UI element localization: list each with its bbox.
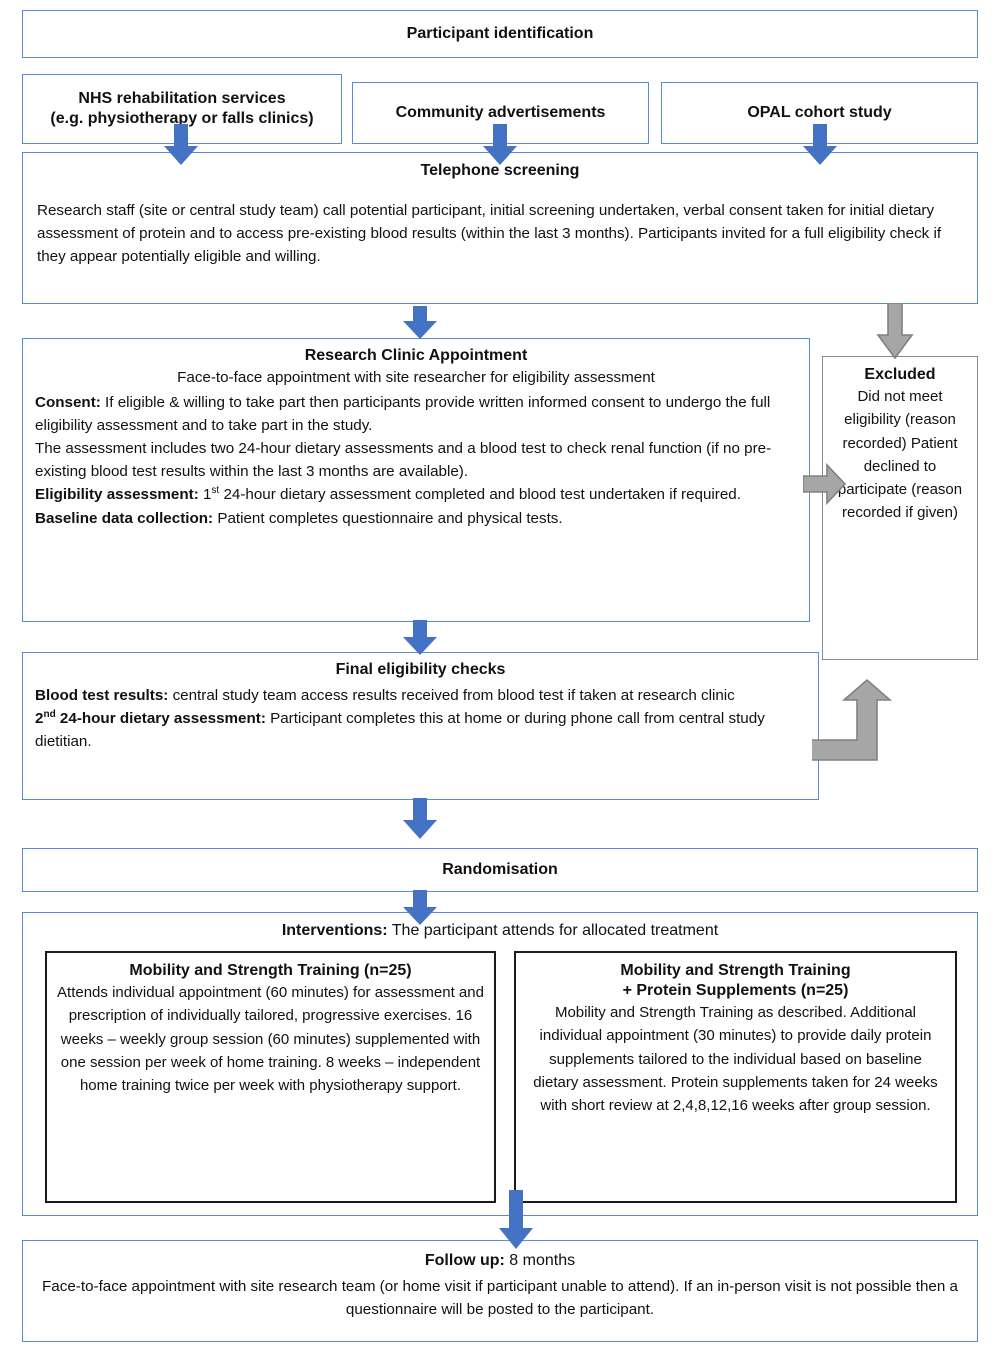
research-clinic-line-baseline: Baseline data collection: Patient comple…	[35, 507, 797, 530]
second-dietary-assessment-label: 2nd 24-hour dietary assessment:	[35, 709, 266, 728]
arrow-nhs-to-screening	[163, 124, 199, 166]
final-eligibility-title: Final eligibility checks	[335, 661, 506, 678]
arm-2-title-line2: + Protein Supplements (n=25)	[622, 982, 849, 999]
baseline-text: Patient completes questionnaire and phys…	[213, 509, 563, 527]
consent-text: If eligible & willing to take part then …	[35, 394, 771, 435]
arrow-clinic-to-final-eligibility	[402, 620, 438, 656]
eligibility-assessment-text: 1st 24-hour dietary assessment completed…	[198, 485, 741, 504]
interventions-heading-rest: The participant attends for allocated tr…	[387, 922, 719, 939]
research-clinic-subtitle: Face-to-face appointment with site resea…	[177, 369, 655, 386]
node-participant-identification: Participant identification	[22, 10, 978, 58]
node-intervention-arm-1: Mobility and Strength Training (n=25) At…	[45, 951, 496, 1203]
arrow-final-eligibility-to-excluded	[812, 678, 892, 786]
arrow-clinic-to-excluded	[803, 462, 847, 506]
node-final-eligibility: Final eligibility checks Blood test resu…	[22, 652, 819, 800]
randomisation-label: Randomisation	[442, 861, 558, 878]
follow-up-title-rest: 8 months	[504, 1252, 576, 1269]
node-excluded: Excluded Did not meet eligibility (reaso…	[822, 356, 978, 660]
follow-up-title: Follow up: 8 months	[37, 1251, 963, 1271]
excluded-title: Excluded	[864, 366, 936, 383]
participant-identification-label: Participant identification	[406, 25, 594, 42]
assessment-text: The assessment includes two 24-hour diet…	[35, 440, 772, 481]
node-telephone-screening: Telephone screening Research staff (site…	[22, 152, 978, 304]
node-interventions: Interventions: The participant attends f…	[22, 912, 978, 1216]
research-clinic-title: Research Clinic Appointment	[304, 347, 528, 364]
research-clinic-line-assessment: The assessment includes two 24-hour diet…	[35, 437, 797, 483]
node-research-clinic: Research Clinic Appointment Face-to-face…	[22, 338, 810, 622]
arrow-randomisation-to-interventions	[402, 890, 438, 926]
excluded-body: Did not meet eligibility (reason recorde…	[837, 388, 963, 522]
research-clinic-line-eligibility: Eligibility assessment: 1st 24-hour diet…	[35, 483, 797, 506]
final-eligibility-line-dietary: 2nd 24-hour dietary assessment: Particip…	[35, 707, 806, 753]
node-intervention-arm-2: Mobility and Strength Training + Protein…	[513, 951, 957, 1203]
blood-test-results-text: central study team access results receiv…	[168, 687, 735, 704]
baseline-label: Baseline data collection:	[35, 509, 214, 527]
research-clinic-line-consent: Consent: If eligible & willing to take p…	[35, 391, 797, 437]
second-dietary-assessment-text: Participant completes this at home or du…	[35, 710, 765, 751]
blood-test-results-label: Blood test results:	[35, 687, 169, 704]
follow-up-body: Face-to-face appointment with site resea…	[42, 1278, 958, 1319]
interventions-heading-bold: Interventions:	[281, 922, 388, 939]
arrow-opal-to-screening	[802, 124, 838, 166]
node-source-community: Community advertisements	[352, 82, 649, 144]
node-follow-up: Follow up: 8 months Face-to-face appoint…	[22, 1240, 978, 1342]
node-randomisation: Randomisation	[22, 848, 978, 892]
arm-2-title-line1: Mobility and Strength Training	[620, 962, 851, 979]
source-nhs-line1: NHS rehabilitation services	[78, 90, 286, 107]
interventions-heading: Interventions: The participant attends f…	[35, 921, 965, 941]
source-community-label: Community advertisements	[395, 104, 606, 121]
arrow-screening-to-clinic	[402, 306, 438, 340]
telephone-screening-body: Research staff (site or central study te…	[37, 202, 942, 266]
arm-2-body: Mobility and Strength Training as descri…	[533, 1004, 938, 1114]
telephone-screening-title: Telephone screening	[420, 162, 580, 179]
source-opal-label: OPAL cohort study	[747, 104, 892, 121]
arrow-community-to-screening	[482, 124, 518, 166]
follow-up-title-bold: Follow up:	[424, 1252, 505, 1269]
final-eligibility-line-blood: Blood test results: central study team a…	[35, 684, 806, 707]
eligibility-assessment-label: Eligibility assessment:	[35, 486, 199, 504]
consent-label: Consent:	[35, 394, 101, 412]
arm-1-body: Attends individual appointment (60 minut…	[57, 984, 484, 1094]
arm-1-title: Mobility and Strength Training (n=25)	[129, 962, 412, 979]
arrow-interventions-to-followup	[498, 1190, 534, 1250]
arrow-final-eligibility-to-randomisation	[402, 798, 438, 840]
source-nhs-line2: (e.g. physiotherapy or falls clinics)	[50, 110, 314, 127]
arrow-screening-to-excluded	[876, 303, 914, 359]
